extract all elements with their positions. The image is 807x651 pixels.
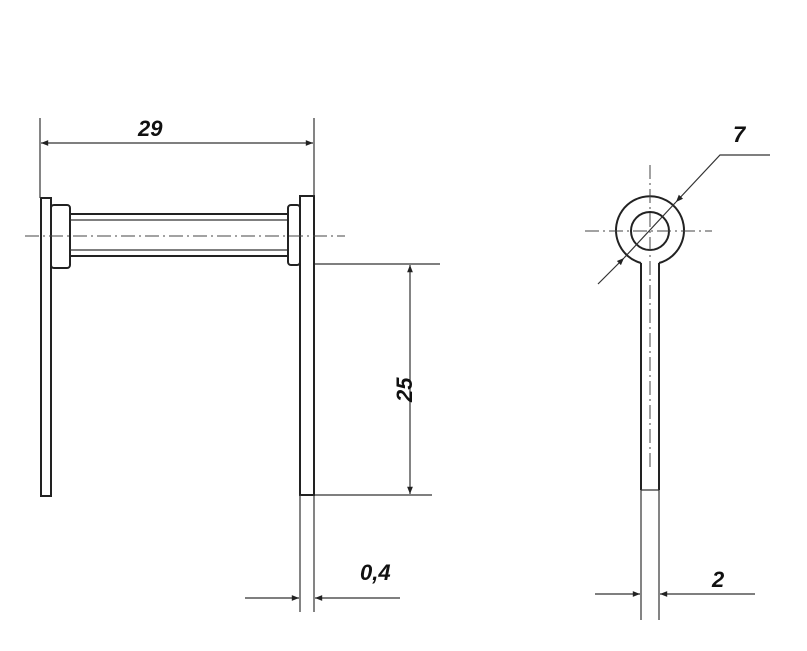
dimension-label-thickness: 0,4 xyxy=(360,560,391,585)
front-view xyxy=(585,165,712,620)
dimension-width: 2 xyxy=(595,567,755,597)
dimension-height: 25 xyxy=(315,263,440,496)
side-view xyxy=(25,195,345,612)
right-flange xyxy=(287,204,301,266)
dimension-label-height: 25 xyxy=(392,377,417,403)
dimension-label-width: 2 xyxy=(711,567,725,592)
dimension-length: 29 xyxy=(39,116,315,198)
dimension-label-length: 29 xyxy=(137,116,163,141)
dimension-diameter: 7 xyxy=(597,122,770,285)
dimension-thickness: 0,4 xyxy=(245,560,400,601)
dimension-label-diameter: 7 xyxy=(733,122,747,147)
left-plate xyxy=(40,197,52,497)
right-plate xyxy=(299,195,315,496)
